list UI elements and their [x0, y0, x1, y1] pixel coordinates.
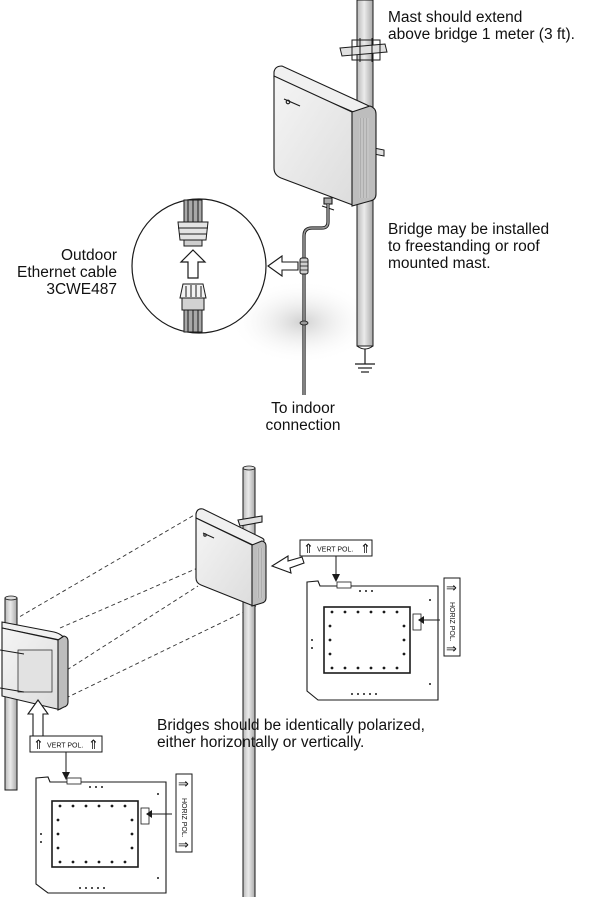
right-vert-arrow-right: ⇑ [360, 541, 371, 556]
top-bridge [273, 65, 377, 211]
ethernet-cable [299, 204, 330, 395]
connector-detail-circle [131, 198, 267, 334]
right-vert-arrow-left: ⇑ [303, 541, 314, 556]
right-horiz-label-box [443, 577, 461, 657]
right-plate-screws [311, 590, 431, 695]
ground-symbol [355, 349, 375, 373]
left-horiz-arrow-top: ⇒ [178, 776, 189, 791]
cable-label-line-1: Outdoor [60, 247, 117, 264]
indoor-label-line-1: To indoor [271, 400, 335, 417]
left-plate-screws [40, 786, 159, 889]
mast-note-line-1: Mast should extend [388, 9, 523, 26]
right-plate-window [323, 606, 411, 674]
install-note: Bridge may be installed to freestanding … [388, 221, 549, 272]
right-plate-group: ⇑ VERT POL. ⇑ [299, 539, 461, 701]
mast-height-note: Mast should extend above bridge 1 meter … [388, 9, 575, 43]
left-vert-label: VERT POL. [47, 743, 83, 750]
indoor-connection-label: To indoor connection [240, 400, 366, 434]
cable-label-line-3: 3CWE487 [46, 281, 117, 298]
left-horiz-label: HORIZ POL. [180, 798, 187, 838]
right-polarity-arrow [270, 555, 305, 574]
mast-note-line-2: above bridge 1 meter (3 ft). [388, 26, 575, 43]
right-bridge [195, 508, 267, 607]
install-note-line-2: to freestanding or roof [388, 238, 540, 255]
right-horiz-label: HORIZ POL. [448, 602, 455, 642]
right-vert-label: VERT POL. [317, 547, 353, 554]
left-bridge [0, 621, 69, 711]
right-horiz-arrow-bottom: ⇒ [446, 641, 457, 656]
connect-arrow [179, 249, 207, 279]
cable-label-line-2: Ethernet cable [17, 264, 117, 281]
top-scene [131, 0, 388, 395]
indoor-label-line-2: connection [265, 417, 341, 434]
right-horiz-arrow-top: ⇒ [446, 580, 457, 595]
polarize-note: Bridges should be identically polarized,… [157, 717, 425, 751]
install-note-line-3: mounted mast. [388, 255, 491, 272]
polarize-note-line-1: Bridges should be identically polarized, [157, 717, 425, 734]
left-horiz-arrow-bottom: ⇒ [178, 837, 189, 852]
install-note-line-1: Bridge may be installed [388, 221, 550, 238]
left-plate-group: ⇑ VERT POL. ⇑ [29, 735, 193, 894]
plug-connector [179, 283, 207, 333]
socket-connector [177, 199, 209, 247]
polarize-note-line-2: either horizontally or vertically. [157, 734, 365, 751]
left-horiz-label-box [175, 773, 193, 853]
left-plate-window [51, 800, 139, 868]
left-vert-arrow-right: ⇑ [88, 737, 99, 752]
bottom-scene: ⇑ VERT POL. ⇑ [0, 465, 461, 897]
left-vert-arrow-left: ⇑ [33, 737, 44, 752]
detail-pointer-arrow [267, 254, 299, 278]
cable-label: Outdoor Ethernet cable 3CWE487 [17, 247, 117, 298]
